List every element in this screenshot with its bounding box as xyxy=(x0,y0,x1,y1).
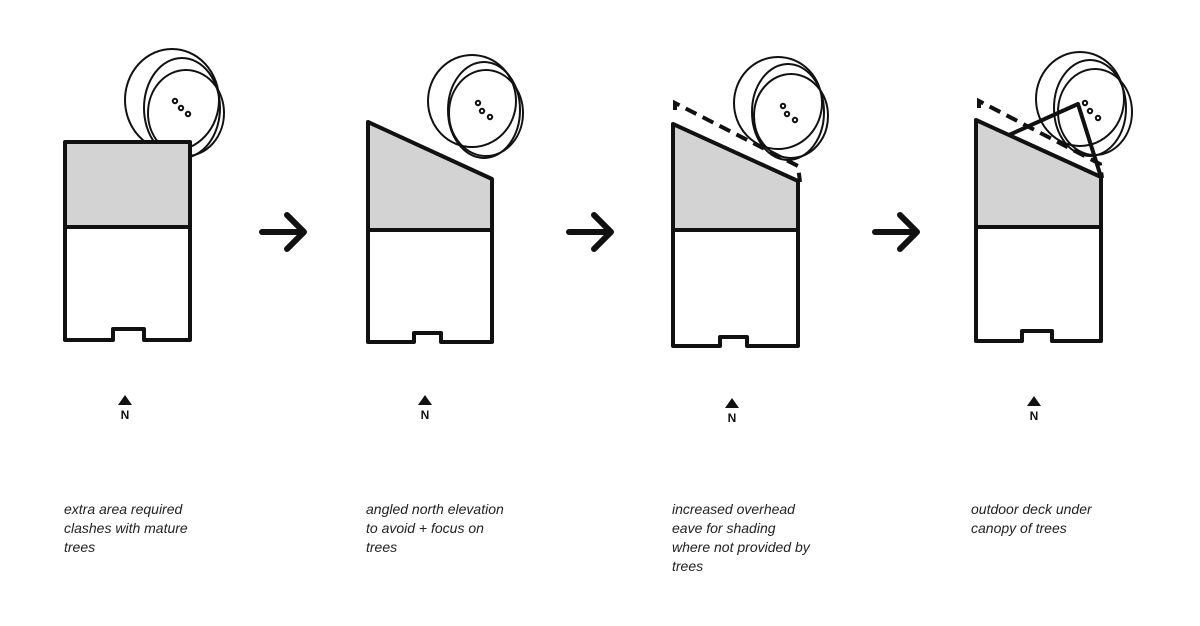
step-3-caption: increased overhead eave for shading wher… xyxy=(672,501,810,574)
extra-area-shaded xyxy=(63,140,192,229)
step-1-caption: extra area required clashes with mature … xyxy=(64,501,188,555)
step-4-caption: outdoor deck under canopy of trees xyxy=(971,501,1092,536)
overhead-eave-dashed xyxy=(673,99,802,183)
outdoor-deck-outline xyxy=(1008,102,1103,178)
step-4-sketch: N xyxy=(974,51,1133,423)
north-label: N xyxy=(728,411,737,425)
step-1-sketch: N xyxy=(63,48,225,422)
house-footprint xyxy=(63,225,192,342)
house-footprint xyxy=(366,228,494,344)
north-label: N xyxy=(121,408,130,422)
right-arrow-icon xyxy=(259,212,307,252)
house-footprint xyxy=(671,228,800,348)
angled-area-shaded xyxy=(366,120,494,232)
right-arrow-icon xyxy=(566,212,614,252)
tree-canopy-icon xyxy=(733,56,829,161)
step-2-caption: angled north elevation to avoid + focus … xyxy=(366,501,504,555)
right-arrow-icon xyxy=(872,212,920,252)
north-label: N xyxy=(1030,409,1039,423)
north-arrow-icon: N xyxy=(118,395,132,422)
north-arrow-icon: N xyxy=(418,395,432,422)
tree-canopy-icon xyxy=(1035,51,1133,157)
step-3-sketch: N xyxy=(671,56,829,425)
tree-canopy-icon xyxy=(427,54,524,159)
step-2-sketch: N xyxy=(366,54,524,422)
north-arrow-icon: N xyxy=(725,398,739,425)
house-footprint xyxy=(974,225,1103,343)
angled-area-shaded xyxy=(671,122,800,232)
north-label: N xyxy=(421,408,430,422)
overhead-eave-dashed xyxy=(977,97,1104,179)
angled-area-shaded xyxy=(974,118,1103,229)
north-arrow-icon: N xyxy=(1027,396,1041,423)
